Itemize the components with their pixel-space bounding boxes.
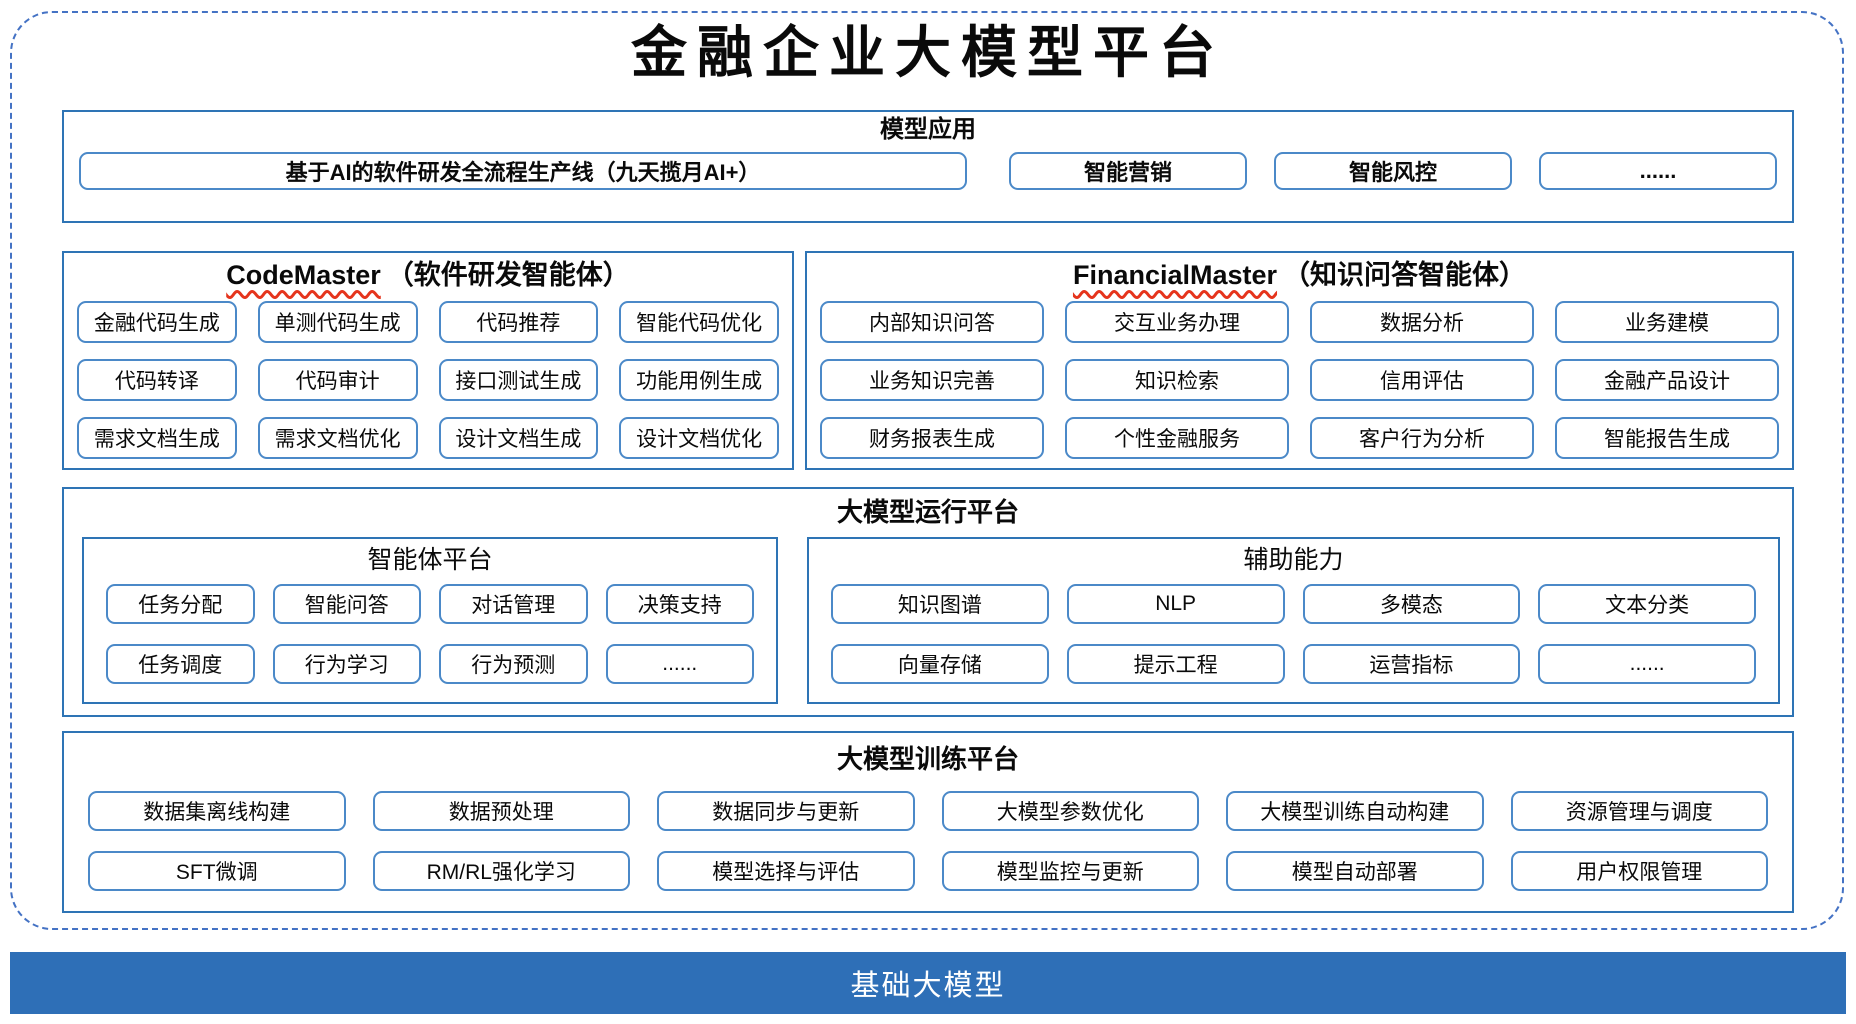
feature-chip: 模型自动部署 (1226, 851, 1484, 891)
subsection-agent-platform: 智能体平台 任务分配智能问答对话管理决策支持任务调度行为学习行为预测...... (82, 537, 778, 704)
feature-chip: 功能用例生成 (619, 359, 779, 401)
financialmaster-title: FinancialMaster（知识问答智能体） (807, 255, 1792, 295)
feature-chip: 数据同步与更新 (657, 791, 915, 831)
platform-outer-frame (10, 11, 1844, 930)
feature-chip: 需求文档生成 (77, 417, 237, 459)
feature-chip: 运营指标 (1302, 644, 1521, 684)
financialmaster-feature-grid: 内部知识问答交互业务办理数据分析业务建模业务知识完善知识检索信用评估金融产品设计… (820, 301, 1779, 459)
feature-chip: 模型监控与更新 (941, 851, 1199, 891)
feature-chip: 金融代码生成 (77, 301, 237, 343)
feature-chip: 内部知识问答 (820, 301, 1044, 343)
feature-chip: ...... (1538, 644, 1756, 684)
base-model-bar: 基础大模型 (10, 952, 1846, 1014)
feature-chip: 知识检索 (1065, 359, 1289, 401)
feature-chip: 设计文档生成 (438, 417, 599, 459)
section-financialmaster: FinancialMaster（知识问答智能体） 内部知识问答交互业务办理数据分… (805, 251, 1794, 470)
feature-chip: 知识图谱 (831, 584, 1049, 624)
feature-chip: 用户权限管理 (1510, 851, 1768, 891)
feature-chip: 大模型训练自动构建 (1226, 791, 1484, 831)
section-runtime-platform: 大模型运行平台 智能体平台 任务分配智能问答对话管理决策支持任务调度行为学习行为… (62, 487, 1794, 717)
feature-chip: NLP (1066, 584, 1285, 624)
feature-chip: 资源管理与调度 (1510, 791, 1768, 831)
page-title: 金融企业大模型平台 (631, 20, 1225, 86)
feature-chip: ...... (1539, 152, 1777, 190)
feature-chip: RM/RL强化学习 (372, 851, 630, 891)
section-model-applications: 模型应用 基于AI的软件研发全流程生产线（九天揽月AI+） 智能营销智能风控..… (62, 110, 1794, 223)
codemaster-title: CodeMaster（软件研发智能体） (64, 255, 792, 295)
codemaster-feature-grid: 金融代码生成单测代码生成代码推荐智能代码优化代码转译代码审计接口测试生成功能用例… (77, 301, 779, 459)
feature-chip: 数据分析 (1310, 301, 1534, 343)
feature-chip: 财务报表生成 (820, 417, 1044, 459)
feature-chip: 对话管理 (439, 584, 588, 624)
feature-chip: 多模态 (1302, 584, 1521, 624)
feature-chip: 智能营销 (1009, 152, 1247, 190)
subsection-aux-ability: 辅助能力 知识图谱 NLP 多模态文本分类向量存储提示工程运营指标...... (807, 537, 1780, 704)
feature-chip: 代码审计 (257, 359, 418, 401)
feature-chip: 信用评估 (1310, 359, 1534, 401)
aux-ability-grid: 知识图谱 NLP 多模态文本分类向量存储提示工程运营指标...... (831, 584, 1756, 684)
feature-chip: 任务分配 (106, 584, 255, 624)
feature-chip: 提示工程 (1066, 644, 1285, 684)
feature-chip: 数据预处理 (372, 791, 630, 831)
feature-chip: ...... (605, 644, 754, 684)
feature-chip: 代码推荐 (438, 301, 599, 343)
runtime-platform-title: 大模型运行平台 (836, 497, 1019, 527)
feature-chip: 设计文档优化 (619, 417, 779, 459)
codemaster-title-zh: （软件研发智能体） (386, 260, 630, 290)
feature-chip: 业务建模 (1555, 301, 1779, 343)
feature-chip: 客户行为分析 (1310, 417, 1534, 459)
feature-chip: 决策支持 (605, 584, 754, 624)
section-training-platform: 大模型训练平台 数据集离线构建数据预处理数据同步与更新大模型参数优化大模型训练自… (62, 731, 1794, 913)
feature-chip: 模型选择与评估 (657, 851, 915, 891)
feature-chip: 智能代码优化 (619, 301, 779, 343)
feature-chip: 数据集离线构建 (88, 791, 346, 831)
feature-chip: 智能问答 (272, 584, 421, 624)
agent-platform-title: 智能体平台 (367, 546, 493, 574)
feature-chip: 智能报告生成 (1555, 417, 1779, 459)
feature-chip: SFT微调 (88, 851, 346, 891)
feature-chip: 行为学习 (272, 644, 421, 684)
feature-chip: 个性金融服务 (1065, 417, 1289, 459)
model-applications-row: 基于AI的软件研发全流程生产线（九天揽月AI+） 智能营销智能风控...... (79, 152, 1777, 190)
feature-chip: 大模型参数优化 (941, 791, 1199, 831)
model-applications-title: 模型应用 (880, 116, 976, 143)
feature-chip: 接口测试生成 (438, 359, 599, 401)
training-platform-title: 大模型训练平台 (836, 744, 1019, 774)
feature-chip: 向量存储 (831, 644, 1049, 684)
feature-chip: 文本分类 (1538, 584, 1756, 624)
feature-chip-main-pipeline: 基于AI的软件研发全流程生产线（九天揽月AI+） (79, 152, 967, 190)
feature-chip: 单测代码生成 (257, 301, 418, 343)
aux-ability-title: 辅助能力 (1243, 546, 1344, 574)
financialmaster-title-zh: （知识问答智能体） (1283, 260, 1527, 290)
training-platform-grid: 数据集离线构建数据预处理数据同步与更新大模型参数优化大模型训练自动构建资源管理与… (88, 791, 1768, 891)
feature-chip: 交互业务办理 (1065, 301, 1289, 343)
model-applications-others: 智能营销智能风控...... (1009, 152, 1777, 190)
feature-chip: 代码转译 (77, 359, 237, 401)
feature-chip: 金融产品设计 (1555, 359, 1779, 401)
feature-chip: 行为预测 (439, 644, 588, 684)
feature-chip: 任务调度 (106, 644, 255, 684)
agent-platform-grid: 任务分配智能问答对话管理决策支持任务调度行为学习行为预测...... (106, 584, 754, 684)
feature-chip: 业务知识完善 (820, 359, 1044, 401)
codemaster-title-en: CodeMaster (226, 260, 381, 290)
financialmaster-title-en: FinancialMaster (1072, 260, 1278, 290)
feature-chip: 智能风控 (1274, 152, 1512, 190)
feature-chip: 需求文档优化 (257, 417, 418, 459)
section-codemaster: CodeMaster（软件研发智能体） 金融代码生成单测代码生成代码推荐智能代码… (62, 251, 794, 470)
